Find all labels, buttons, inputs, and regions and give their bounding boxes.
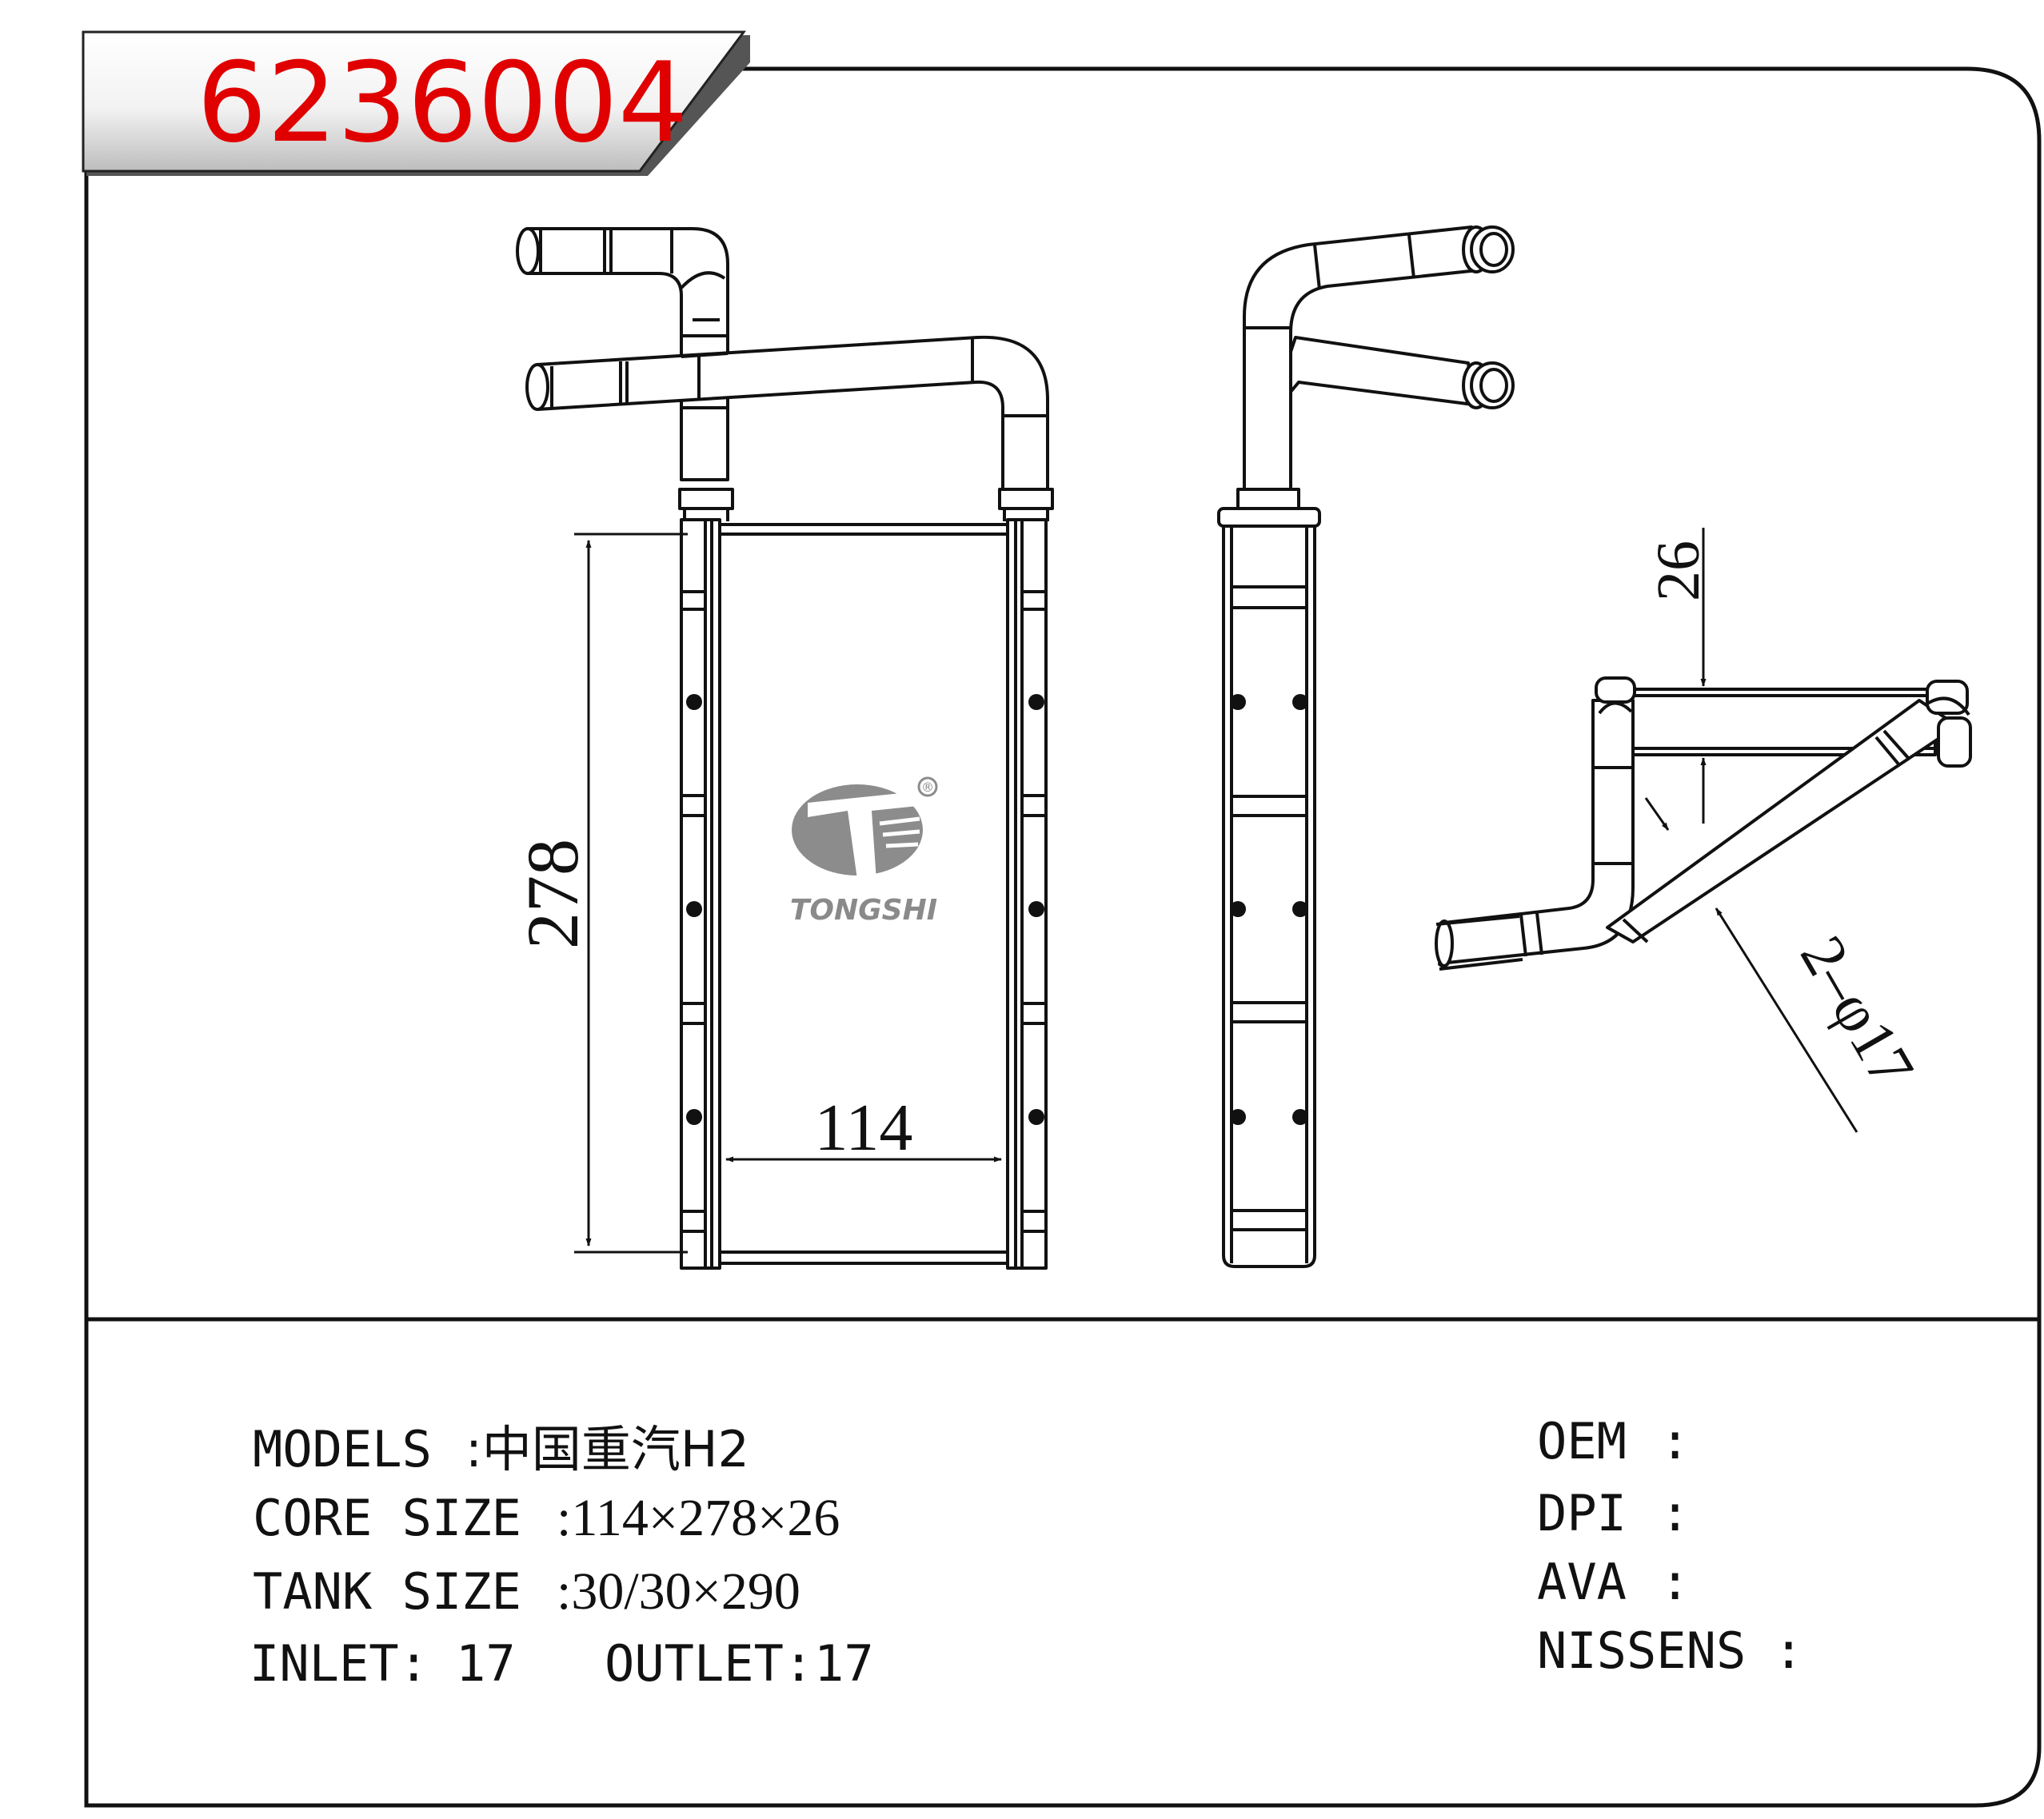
front-tank-rivets	[686, 694, 1044, 1125]
front-view-drawing	[516, 227, 1054, 1270]
oem-value: :	[1660, 1412, 1690, 1470]
side-view-drawing	[1217, 225, 1515, 1268]
width-dimension-label: 114	[815, 1091, 913, 1165]
oem-label: OEM	[1537, 1412, 1627, 1470]
inlet-label: INLET:	[250, 1634, 429, 1693]
top-view-drawing	[1435, 676, 1972, 971]
tank-size-label: TANK SIZE	[253, 1562, 521, 1621]
pipe-diameter-label: 2–φ17	[1787, 924, 1928, 1099]
core-size-value: :114×278×26	[557, 1489, 840, 1547]
reference-list: OEM : DPI : AVA : NISSENS :	[1537, 1412, 1803, 1680]
part-number-banner: 6236004	[82, 30, 750, 176]
ava-value: :	[1660, 1553, 1690, 1611]
models-label: MODELS	[253, 1420, 432, 1478]
outer-frame	[84, 66, 2042, 1808]
height-dimension-label: 278	[512, 839, 593, 949]
pipe-diameter-dimension	[1644, 797, 1858, 1133]
brand-name: TONGSHI	[790, 894, 937, 927]
nissens-value: :	[1774, 1622, 1803, 1680]
dpi-label: DPI	[1537, 1484, 1627, 1542]
inlet-value: 17	[456, 1634, 516, 1693]
tongshi-logo: ® TONGSHI	[790, 776, 938, 927]
tank-size-value: :30/30×290	[557, 1562, 800, 1621]
part-number: 6236004	[197, 38, 689, 167]
side-tank-rivets	[1230, 694, 1308, 1125]
ava-label: AVA	[1537, 1553, 1627, 1611]
models-value: :中国重汽H2	[465, 1420, 749, 1478]
height-dimension	[574, 533, 688, 1254]
dpi-value: :	[1660, 1484, 1690, 1542]
nissens-label: NISSENS	[1537, 1622, 1746, 1680]
registered-mark: ®	[921, 780, 934, 795]
core-size-label: CORE SIZE	[253, 1489, 521, 1547]
outlet-value: 17	[814, 1634, 874, 1693]
depth-dimension-label: 26	[1645, 541, 1712, 601]
outlet-label: OUTLET:	[605, 1634, 813, 1693]
spec-table: MODELS :中国重汽H2 CORE SIZE :114×278×26 TAN…	[250, 1420, 874, 1693]
